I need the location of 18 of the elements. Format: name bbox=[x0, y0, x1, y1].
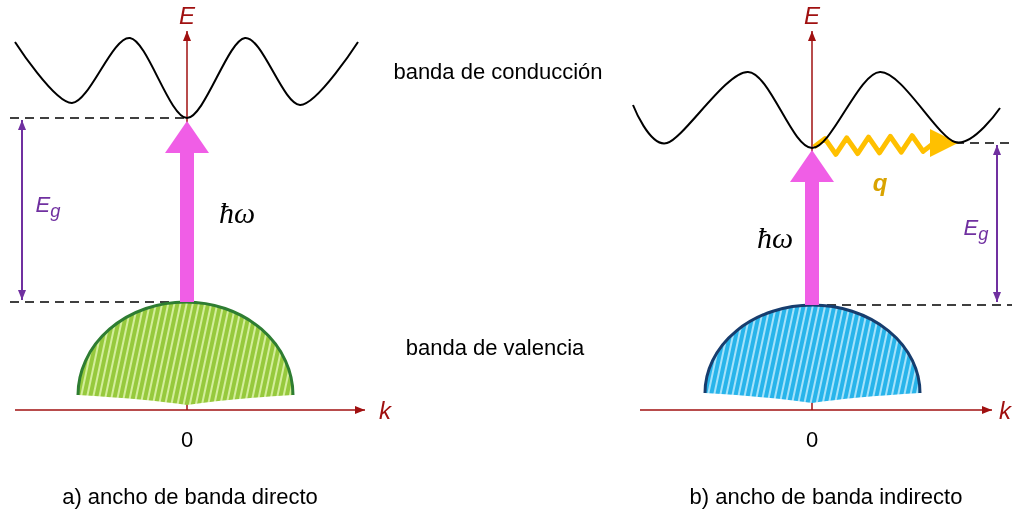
arrow bbox=[790, 150, 834, 305]
axis-label: E bbox=[179, 2, 195, 30]
arrow bbox=[165, 121, 209, 302]
gap-label: E$_{g}$ bbox=[963, 215, 989, 245]
band-label: banda de valencia bbox=[405, 335, 585, 361]
axis-label: E bbox=[804, 2, 820, 30]
axis-label: k bbox=[999, 397, 1011, 425]
tick-label: 0 bbox=[805, 427, 819, 453]
caption: a) ancho de banda directo bbox=[62, 484, 318, 510]
edge-label: ħω bbox=[756, 220, 794, 254]
edge-label: ħω bbox=[218, 195, 256, 229]
band-label: banda de conducción bbox=[393, 59, 603, 85]
axis-label: k bbox=[379, 397, 391, 425]
phonon-label: q bbox=[872, 169, 888, 197]
caption: b) ancho de banda indirecto bbox=[689, 484, 963, 510]
valence-band-dome bbox=[76, 300, 296, 408]
tick-label: 0 bbox=[180, 427, 194, 453]
gap-label: E$_{g}$ bbox=[35, 192, 61, 222]
